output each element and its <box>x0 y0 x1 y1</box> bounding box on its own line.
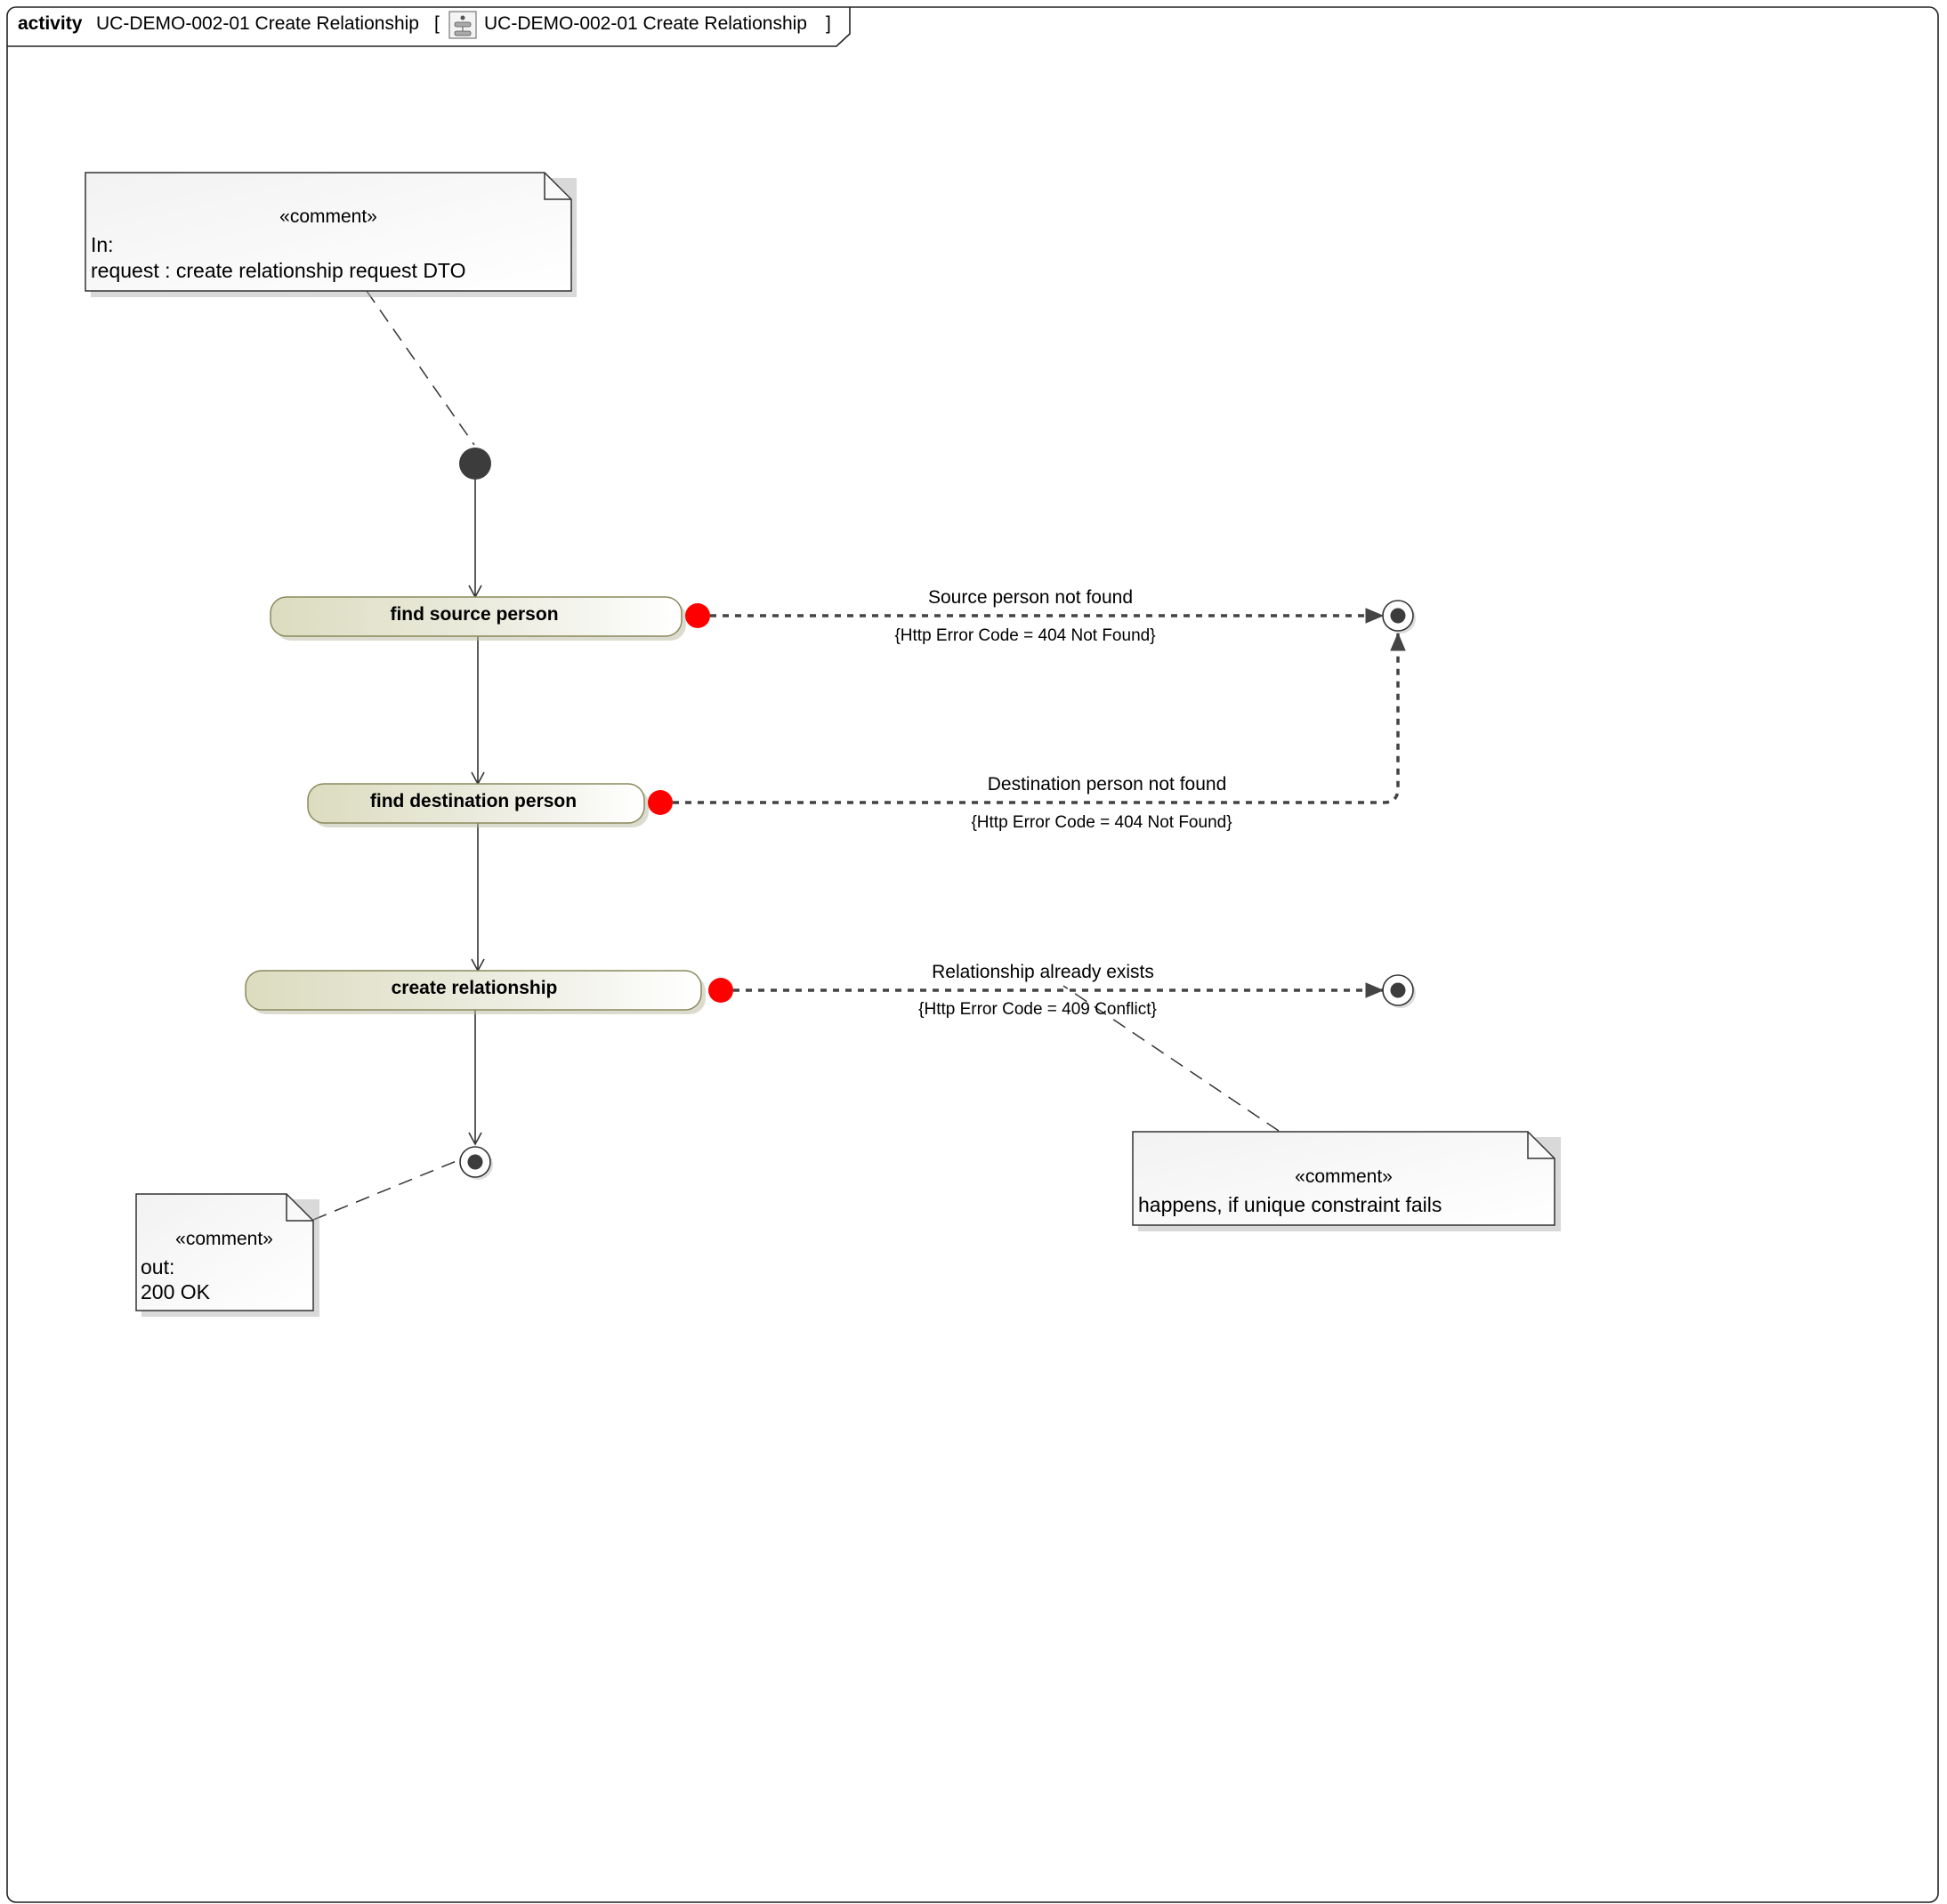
action-create-relationship-label: create relationship <box>392 978 558 998</box>
exception-pin-find-source[interactable] <box>685 603 710 628</box>
conflict-comment-anchor <box>1062 985 1280 1132</box>
destination-not-found-label: Destination person not found <box>988 774 1227 795</box>
final-node-already-exists[interactable] <box>1382 974 1416 1008</box>
output-comment-line1: out: <box>141 1255 174 1279</box>
input-comment-note[interactable]: «comment» In: request : create relations… <box>85 172 577 297</box>
output-comment-note[interactable]: «comment» out: 200 OK <box>135 1193 319 1317</box>
exception-flow-destination-not-found <box>673 632 1406 804</box>
action-create-relationship[interactable]: create relationship <box>245 970 706 1014</box>
diagram-frame <box>6 6 1939 1903</box>
frame-ref-name: UC-DEMO-002-01 Create Relationship <box>484 13 807 34</box>
output-comment-stereotype: «comment» <box>175 1229 273 1249</box>
exception-pin-find-destination[interactable] <box>648 790 673 815</box>
initial-node[interactable] <box>459 448 491 480</box>
exception-pin-create-relationship[interactable] <box>708 978 733 1003</box>
conflict-comment-stereotype: «comment» <box>1295 1166 1393 1187</box>
output-comment-line2: 200 OK <box>141 1280 211 1303</box>
destination-not-found-guard: {Http Error Code = 404 Not Found} <box>971 813 1232 832</box>
frame-header: activity UC-DEMO-002-01 Create Relations… <box>18 11 831 39</box>
already-exists-label: Relationship already exists <box>932 962 1154 982</box>
action-find-destination-person[interactable]: find destination person <box>307 783 649 827</box>
conflict-comment-line1: happens, if unique constraint fails <box>1138 1193 1442 1216</box>
frame-bracket-close: ] <box>826 13 831 34</box>
activity-diagram-icon[interactable] <box>448 11 477 39</box>
conflict-comment-note[interactable]: «comment» happens, if unique constraint … <box>1132 1131 1561 1231</box>
action-find-destination-label: find destination person <box>370 791 577 811</box>
source-not-found-guard: {Http Error Code = 404 Not Found} <box>894 626 1155 645</box>
already-exists-guard: {Http Error Code = 409 Conflict} <box>918 1000 1157 1019</box>
input-comment-line2: request : create relationship request DT… <box>91 259 465 282</box>
final-node-success[interactable] <box>459 1146 493 1180</box>
input-comment-line1: In: <box>91 233 114 256</box>
frame-bracket-open: [ <box>434 13 440 34</box>
action-find-source-person[interactable]: find source person <box>270 596 686 641</box>
action-find-source-label: find source person <box>390 604 558 625</box>
input-comment-anchor <box>366 290 475 446</box>
input-comment-stereotype: «comment» <box>279 206 377 227</box>
source-not-found-label: Source person not found <box>928 587 1133 608</box>
final-node-source-not-found[interactable] <box>1382 600 1416 633</box>
frame-kind-label: activity <box>18 13 83 34</box>
output-comment-anchor <box>312 1158 464 1221</box>
frame-name-label: UC-DEMO-002-01 Create Relationship <box>96 13 419 34</box>
